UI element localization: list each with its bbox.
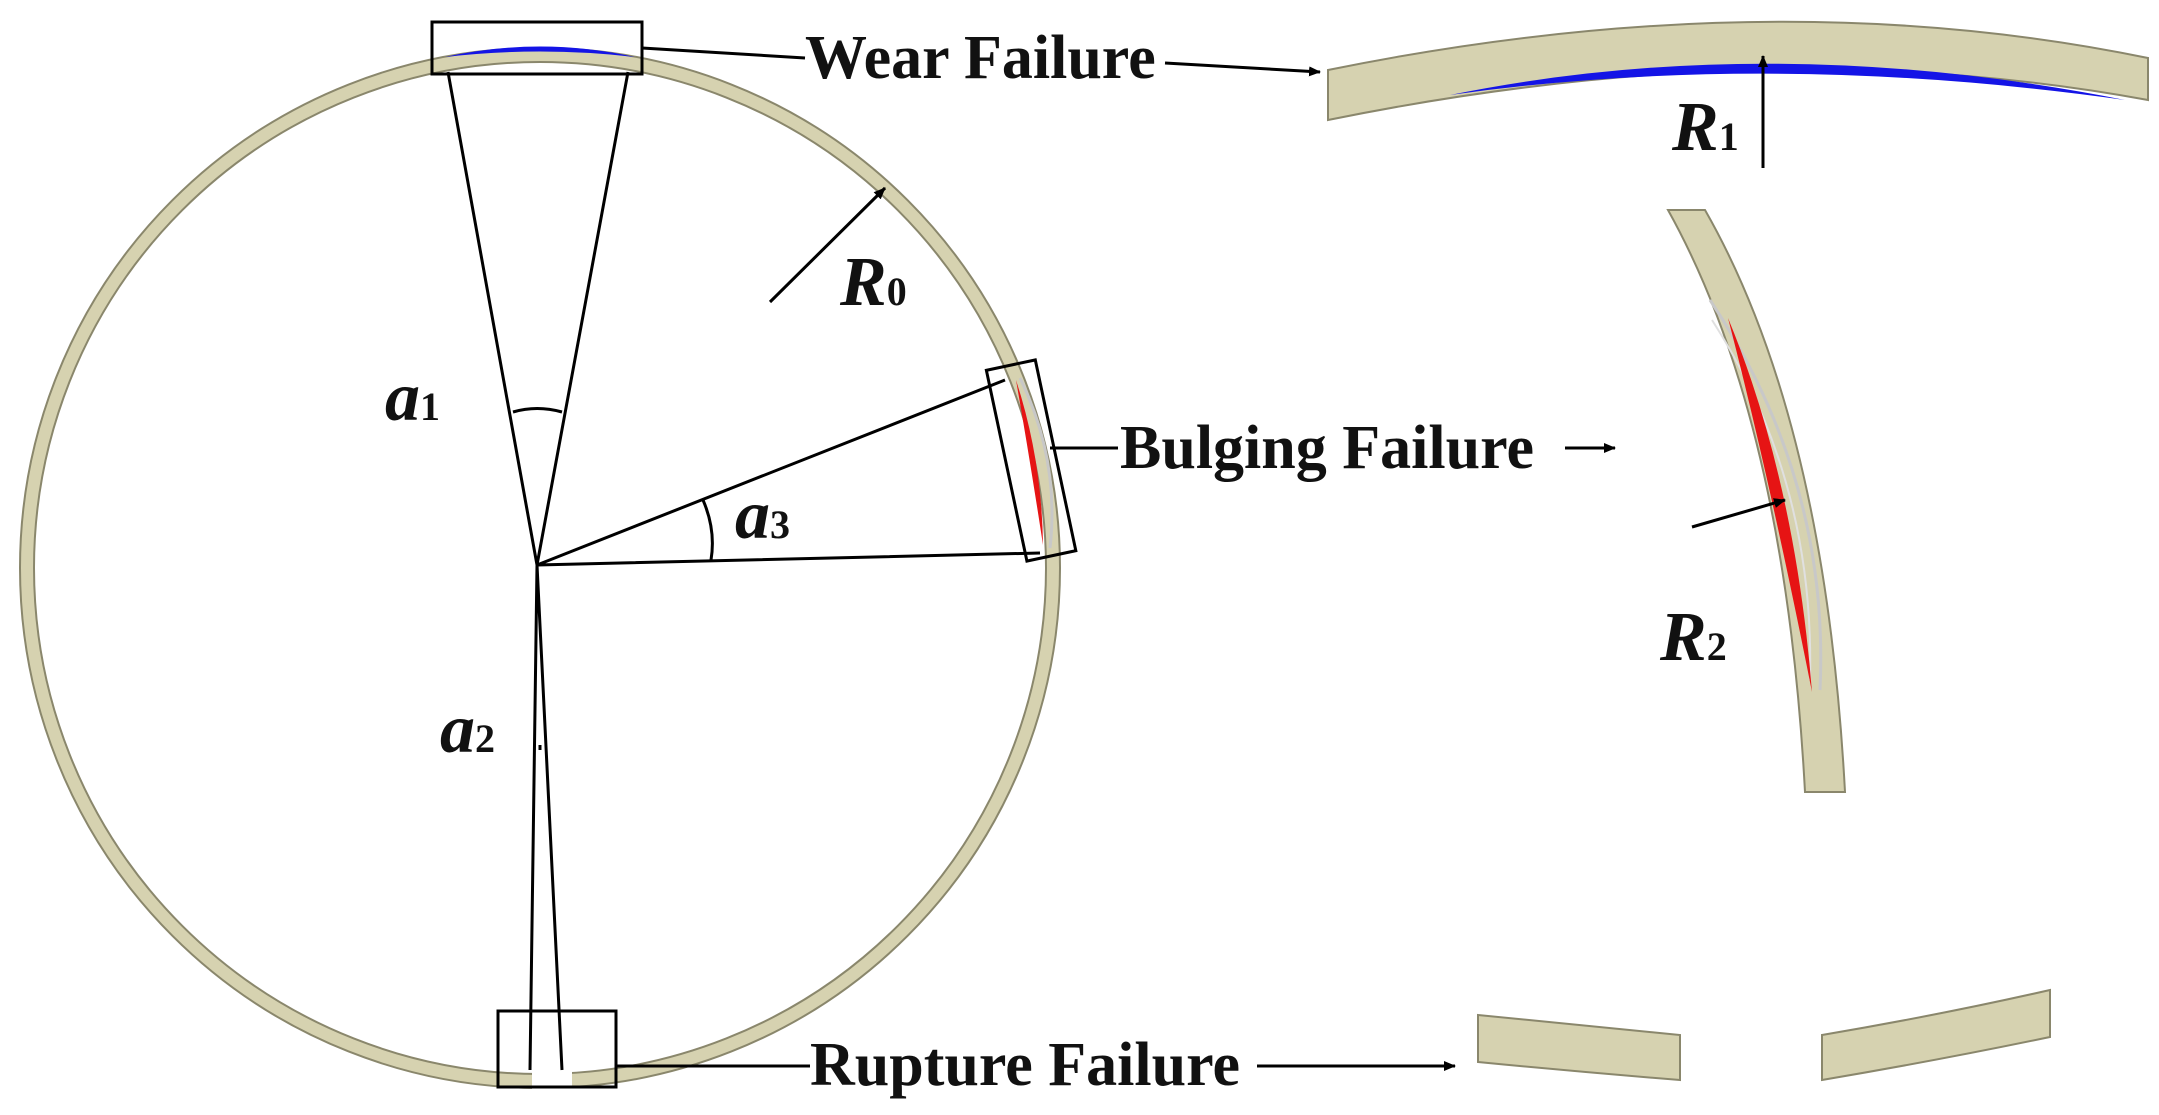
r2-symbol: R2 (1659, 599, 1727, 676)
bulge-detail-outline-inner (1711, 319, 1812, 681)
angle-arc-a1 (512, 407, 563, 414)
wear-arrow (1164, 61, 1321, 77)
tube-wall-fill (21, 49, 1059, 1087)
wear-leader (641, 46, 806, 60)
wear-failure-label: Wear Failure (805, 24, 1156, 92)
wear-detail-wall (1327, 20, 2149, 122)
wedge-a1 (446, 71, 630, 566)
r1-symbol: R1 (1671, 89, 1739, 166)
r0-arrow (768, 186, 887, 304)
wedge-a2 (528, 564, 564, 1071)
rupture-box (496, 1009, 618, 1089)
rupture-gap (532, 1060, 572, 1090)
bulging-failure-label: Bulging Failure (1120, 414, 1534, 482)
rupture-detail-wall-right (1821, 988, 2051, 1082)
a1-symbol: a1 (385, 359, 440, 436)
wear-region-main (445, 46, 635, 57)
a3-symbol: a3 (735, 477, 790, 554)
angle-arc-a3 (701, 499, 714, 561)
r2-arrow (1691, 498, 1786, 529)
rupture-failure-label: Rupture Failure (810, 1031, 1240, 1099)
bulge-detail-wall (1666, 209, 1847, 793)
wear-detail-region (1450, 63, 2125, 100)
a2-symbol: a2 (440, 691, 495, 768)
bulge-box (984, 358, 1078, 563)
rupture-detail-wall-left (1477, 1013, 1681, 1082)
r0-symbol: R0 (839, 244, 907, 321)
bulge-deformed-outline-main (1018, 377, 1054, 549)
